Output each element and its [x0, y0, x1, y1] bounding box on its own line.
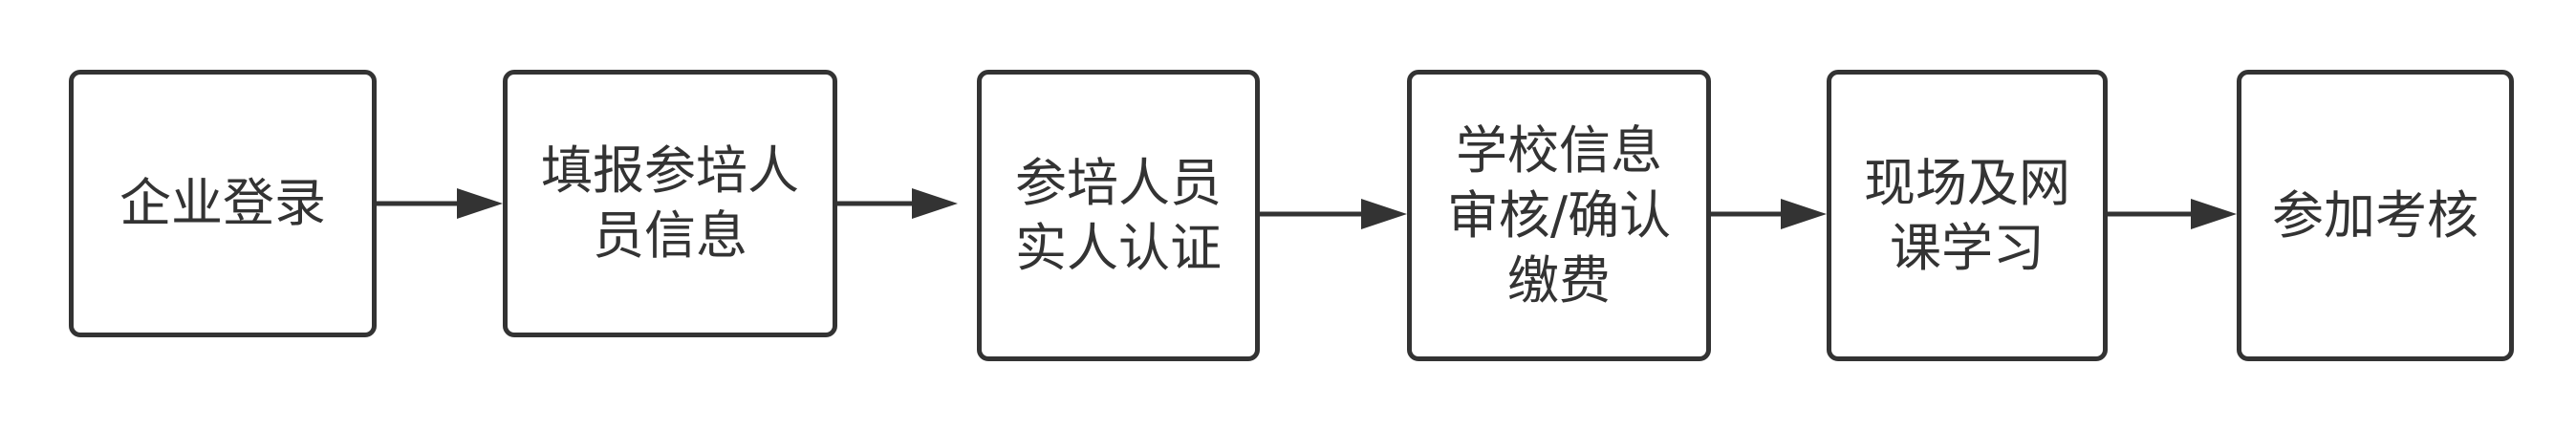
step-take-exam: 参加考核	[2237, 70, 2514, 361]
step-label: 参加考核	[2272, 184, 2479, 246]
step-label: 现场及网 课学习	[1864, 152, 2070, 278]
step-label: 填报参培人 员信息	[541, 140, 799, 266]
arrowhead-step2-to-step3	[912, 188, 958, 219]
step-enterprise-login: 企业登录	[69, 70, 377, 337]
arrowhead-step4-to-step5	[1781, 199, 1827, 229]
arrowhead-step3-to-step4	[1361, 199, 1407, 229]
step-identity-verification: 参培人员 实人认证	[977, 70, 1260, 361]
step-label: 学校信息 审核/确认 缴费	[1446, 119, 1672, 311]
step-label: 参培人员 实人认证	[1015, 152, 1222, 278]
step-fill-trainee-info: 填报参培人 员信息	[503, 70, 837, 337]
arrowhead-step5-to-step6	[2191, 199, 2237, 229]
step-onsite-online-study: 现场及网 课学习	[1827, 70, 2108, 361]
arrowhead-step1-to-step2	[457, 188, 503, 219]
step-label: 企业登录	[119, 173, 326, 233]
step-review-confirm-payment: 学校信息 审核/确认 缴费	[1407, 70, 1711, 361]
